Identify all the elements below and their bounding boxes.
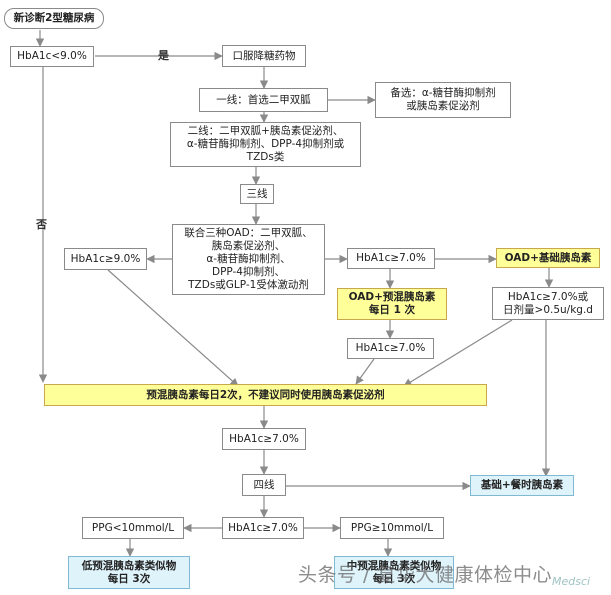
watermark-brand: Medsci [552, 575, 591, 588]
hba1c-ge7-node-d: HbA1c≥7.0% [222, 517, 304, 539]
ppg-ge10-node: PPG≥10mmol/L [340, 517, 444, 539]
yes-label: 是 [158, 49, 169, 62]
hba1c-ge7-node-b: HbA1c≥7.0% [347, 338, 434, 359]
premix-twice-node: 预混胰岛素每日2次，不建议同时使用胰岛素促泌剂 [44, 384, 487, 406]
low-premix-node: 低预混胰岛素类似物 每日 3次 [68, 556, 190, 589]
basal-bolus-node: 基础+餐时胰岛素 [470, 475, 574, 496]
triple-oad-node: 联合三种OAD：二甲双胍、 胰岛素促泌剂、 α-糖苷酶抑制剂、 DPP-4抑制剂… [172, 224, 325, 295]
arrow-hba1c7b-to-premix2 [355, 358, 375, 385]
oad-premix-once-node: OAD+预混胰岛素 每日 1 次 [337, 288, 447, 320]
hba1c-lt9-node: HbA1c<9.0% [10, 46, 94, 67]
alternative-node: 备选：α-糖苷酶抑制剂 或胰岛素促泌剂 [375, 82, 511, 118]
hba1c-ge7-dose-node: HbA1c≥7.0%或 日剂量>0.5u/kg.d [492, 287, 604, 320]
arrow-dose-to-premix2 [403, 319, 513, 387]
hba1c-ge9-node: HbA1c≥9.0% [64, 248, 147, 270]
hba1c-ge7-node-a: HbA1c≥7.0% [347, 248, 435, 269]
first-line-node: 一线：首选二甲双胍 [199, 88, 328, 112]
second-line-node: 二线：二甲双胍+胰岛素促泌剂、 α-糖苷酶抑制剂、DPP-4抑制剂或 TZDs类 [170, 122, 361, 167]
oad-basal-node: OAD+基础胰岛素 [496, 248, 600, 268]
start-node: 新诊断2型糖尿病 [4, 8, 104, 29]
third-line-node: 三线 [240, 184, 274, 204]
hba1c-ge7-node-c: HbA1c≥7.0% [222, 428, 306, 450]
no-label: 否 [36, 218, 47, 231]
oral-drug-node: 口服降糖药物 [222, 45, 306, 67]
fourth-line-node: 四线 [242, 474, 286, 496]
watermark-text: 头条号 / 复华大健康体检中心 [298, 564, 552, 586]
ppg-lt10-node: PPG<10mmol/L [82, 517, 184, 539]
arrow-hba1c9-to-premix2 [107, 269, 239, 387]
mid-premix-node: 中预混胰岛素类似物 每日 3次 [334, 556, 454, 589]
